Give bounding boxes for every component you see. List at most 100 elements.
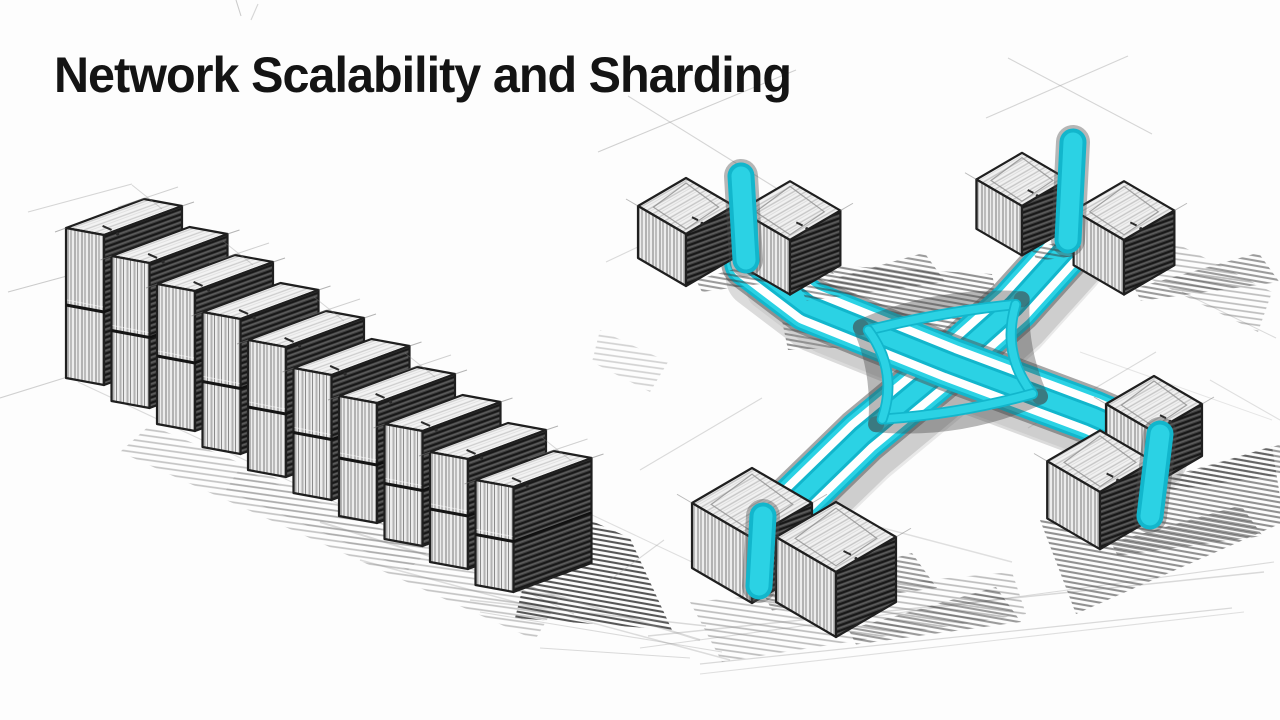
top-scribble-detail bbox=[1088, 185, 1160, 236]
block-seam bbox=[247, 405, 287, 416]
cube-cast-shadow bbox=[1134, 252, 1280, 301]
pencil-construction-line bbox=[1007, 57, 1153, 135]
junction-fillet-shadow bbox=[868, 388, 1048, 434]
top-pencil-mark bbox=[375, 392, 386, 399]
construction-tick bbox=[313, 296, 345, 322]
block-seam bbox=[384, 482, 423, 492]
top-pencil-mark bbox=[691, 216, 699, 222]
construction-tick bbox=[131, 184, 163, 210]
top-pencil-mark bbox=[329, 364, 340, 371]
pencil-construction-line bbox=[27, 183, 133, 213]
page-title: Network Scalability and Sharding bbox=[54, 47, 792, 103]
top-pencil-mark bbox=[420, 420, 431, 427]
block-seam bbox=[202, 380, 241, 390]
junction-fillet bbox=[864, 326, 892, 423]
pencil-construction-line bbox=[469, 599, 707, 627]
block-seam bbox=[475, 533, 514, 543]
gate-segment bbox=[1140, 424, 1170, 526]
construction-tick bbox=[208, 242, 270, 264]
block-seam bbox=[65, 303, 105, 314]
top-pencil-mark bbox=[795, 221, 804, 227]
top-pencil-mark bbox=[147, 252, 158, 259]
pencil-construction-line bbox=[250, 3, 259, 21]
block-seam bbox=[111, 329, 150, 339]
pencil-construction-line bbox=[699, 607, 1233, 665]
junction-fillet bbox=[864, 300, 1020, 334]
pencil-construction-line bbox=[539, 647, 691, 659]
shard-node-cube bbox=[1033, 429, 1263, 556]
block-seam bbox=[293, 431, 332, 441]
pencil-construction-line bbox=[699, 611, 1245, 675]
gate-segment bbox=[749, 506, 773, 596]
junction-fillet bbox=[1007, 300, 1037, 398]
gate-segment bbox=[1058, 132, 1083, 250]
top-scribble-detail bbox=[710, 473, 794, 533]
block-front-face bbox=[246, 338, 288, 479]
junction-fillet bbox=[878, 390, 1037, 423]
pencil-construction-line bbox=[1079, 351, 1273, 421]
block-front-face bbox=[155, 282, 197, 433]
chain-block-column bbox=[464, 449, 604, 594]
block-seam bbox=[338, 456, 378, 467]
top-pencil-mark bbox=[193, 280, 204, 287]
block-front-face bbox=[110, 254, 151, 410]
pencil-construction-line bbox=[359, 559, 731, 661]
pencil-construction-line bbox=[235, 0, 242, 17]
top-scribble-detail bbox=[754, 185, 826, 236]
block-front-face bbox=[383, 422, 424, 548]
pencil-construction-line bbox=[985, 55, 1129, 119]
pencil-construction-line bbox=[859, 521, 1013, 563]
cube-right-face bbox=[834, 535, 898, 639]
block-front-face bbox=[474, 478, 515, 594]
top-pencil-mark bbox=[1027, 189, 1034, 194]
construction-tick bbox=[541, 436, 572, 462]
pencil-construction-line bbox=[609, 539, 665, 581]
top-pencil-mark bbox=[1159, 414, 1167, 420]
top-scribble-detail bbox=[989, 156, 1055, 202]
block-front-face bbox=[292, 366, 333, 502]
top-pencil-mark bbox=[102, 224, 113, 231]
block-seam bbox=[429, 507, 469, 518]
block-front-face bbox=[428, 450, 470, 571]
block-front-face bbox=[64, 226, 106, 387]
top-scribble-detail bbox=[652, 182, 720, 230]
top-pencil-mark bbox=[238, 308, 249, 315]
top-pencil-mark bbox=[466, 448, 477, 455]
junction-fillet-shadow bbox=[852, 290, 1030, 336]
block-seam bbox=[156, 354, 196, 365]
pencil-construction-line bbox=[639, 397, 763, 471]
pencil-construction-line bbox=[597, 69, 797, 153]
cube-cast-shadow bbox=[1111, 505, 1263, 556]
cube-cast-shadow bbox=[800, 252, 946, 301]
block-front-face bbox=[201, 310, 242, 456]
construction-tick bbox=[404, 352, 436, 378]
top-pencil-mark bbox=[511, 476, 522, 483]
construction-tick bbox=[390, 354, 452, 376]
top-pencil-mark bbox=[1106, 472, 1114, 478]
cast-shadow-hatch bbox=[226, 468, 430, 570]
junction-fillet-shadow bbox=[852, 319, 885, 433]
block-front-face bbox=[337, 394, 379, 525]
cast-shadow-hatch bbox=[592, 330, 668, 392]
top-pencil-mark bbox=[284, 336, 295, 343]
figure-monolithic-chain bbox=[0, 0, 731, 661]
cube-cast-shadow bbox=[848, 587, 1021, 645]
gate-segment bbox=[731, 166, 756, 270]
top-pencil-mark bbox=[1129, 221, 1138, 227]
top-scribble-detail bbox=[1063, 435, 1137, 488]
cube-right-face bbox=[1122, 209, 1176, 296]
construction-tick bbox=[527, 438, 588, 460]
cube-right-face bbox=[788, 209, 842, 296]
pencil-construction-line bbox=[1209, 379, 1280, 421]
figure-sharded-network bbox=[592, 55, 1280, 675]
top-scribble-detail bbox=[1120, 380, 1188, 428]
junction-fillet-shadow bbox=[1013, 291, 1048, 405]
top-pencil-mark bbox=[843, 550, 852, 556]
top-scribble-detail bbox=[794, 507, 878, 567]
construction-tick bbox=[299, 298, 361, 320]
shard-node-cube bbox=[1060, 180, 1280, 301]
construction-tick bbox=[222, 240, 254, 266]
cube-cast-shadow bbox=[1164, 444, 1280, 490]
